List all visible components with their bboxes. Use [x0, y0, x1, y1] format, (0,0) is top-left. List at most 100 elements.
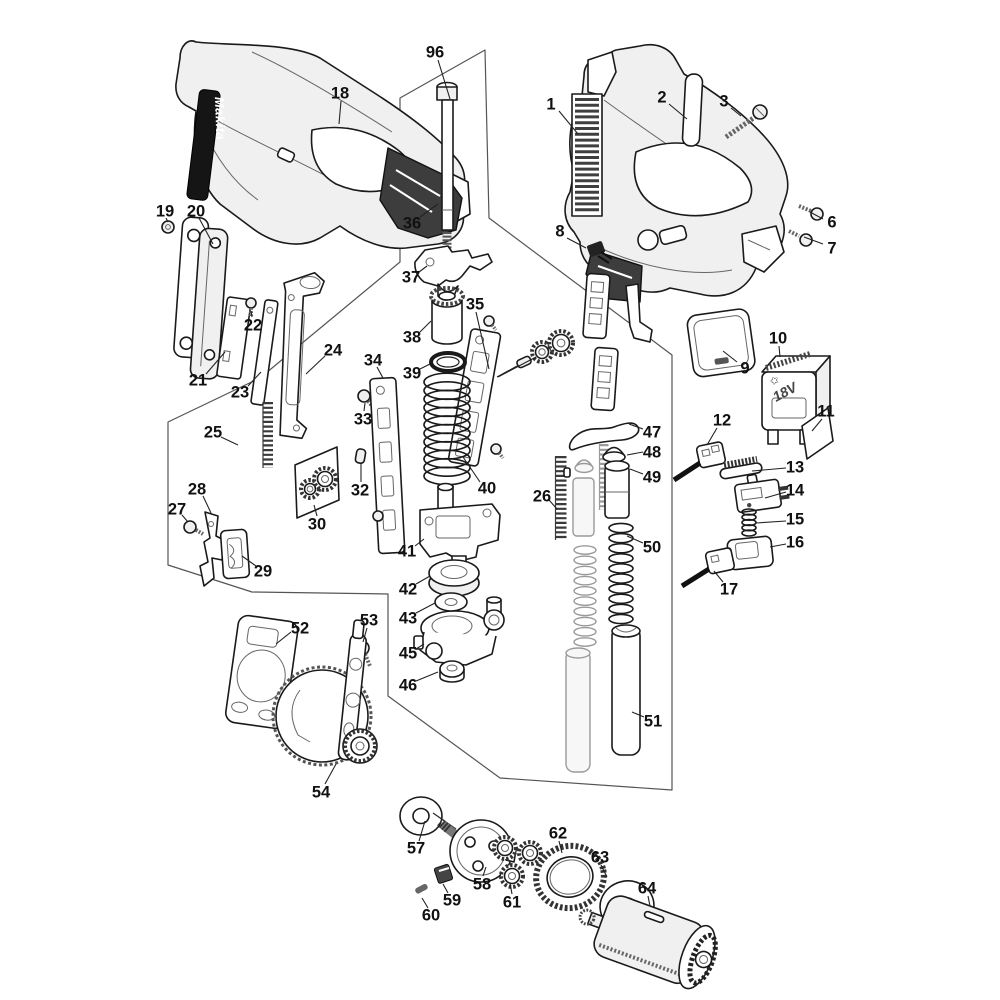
section-boundary	[167, 49, 673, 791]
part-label-53: 53	[360, 612, 378, 643]
part-32-pin	[354, 448, 367, 465]
part-label-11: 11	[811, 403, 835, 432]
svg-text:43: 43	[399, 610, 417, 628]
part-49-cylinder	[604, 460, 630, 519]
part-label-96: 96	[426, 44, 451, 100]
idler-gears	[496, 329, 575, 378]
part-label-6: 6	[809, 211, 837, 232]
part-label-7: 7	[803, 236, 837, 258]
part-label-32: 32	[351, 464, 369, 500]
svg-text:30: 30	[308, 516, 326, 534]
part-58-gear-carrier	[437, 818, 517, 883]
part-label-61: 61	[503, 882, 521, 912]
svg-text:57: 57	[407, 840, 425, 858]
svg-text:52: 52	[291, 620, 309, 638]
part-label-37: 37	[402, 265, 428, 287]
part-34-plate	[369, 376, 406, 555]
part-39-o-ring	[429, 351, 467, 373]
svg-text:46: 46	[399, 677, 417, 695]
part-60-pin	[415, 883, 428, 894]
svg-text:18: 18	[331, 85, 349, 103]
svg-text:39: 39	[403, 365, 421, 383]
svg-text:36: 36	[403, 215, 421, 233]
part-label-26: 26	[533, 488, 558, 510]
part-1-housing-right	[564, 44, 789, 303]
part-64-motor	[578, 895, 718, 990]
svg-text:45: 45	[399, 645, 417, 663]
part-11-label-sheet	[801, 407, 834, 460]
part-61-planet-gears	[492, 835, 543, 889]
part-15-spring-holder-area	[741, 508, 757, 537]
guide-plate-b	[590, 346, 619, 412]
part-1-hook	[587, 51, 617, 97]
svg-text:61: 61	[503, 894, 521, 912]
part-label-27: 27	[168, 501, 189, 523]
svg-text:9: 9	[740, 360, 749, 378]
svg-text:24: 24	[324, 342, 343, 360]
svg-text:1: 1	[546, 96, 555, 114]
svg-text:15: 15	[786, 511, 804, 529]
part-label-22: 22	[244, 310, 262, 335]
svg-text:10: 10	[769, 330, 787, 348]
part-label-59: 59	[442, 883, 461, 910]
svg-text:26: 26	[533, 488, 551, 506]
part-label-15: 15	[755, 511, 804, 529]
part-36-rod	[436, 81, 458, 250]
part-label-41: 41	[398, 538, 425, 561]
svg-text:21: 21	[189, 372, 207, 390]
part-label-33: 33	[354, 402, 372, 429]
part-30-gear-set	[294, 446, 340, 519]
part-label-35: 35	[466, 296, 490, 370]
part-label-47: 47	[628, 423, 661, 442]
svg-text:53: 53	[360, 612, 378, 630]
part-label-2: 2	[657, 89, 688, 120]
part-23-bar	[250, 299, 279, 406]
part-2-strip	[681, 73, 704, 147]
part-43-washer	[434, 592, 468, 612]
svg-text:41: 41	[398, 543, 416, 561]
part-label-17: 17	[713, 570, 738, 599]
part-label-12: 12	[706, 412, 731, 446]
part-label-52: 52	[275, 620, 309, 645]
part-54-sector-gear-lever	[271, 619, 378, 767]
svg-text:54: 54	[312, 784, 331, 802]
part-47-arm	[568, 422, 640, 451]
svg-text:59: 59	[443, 892, 461, 910]
part-label-28: 28	[188, 481, 212, 514]
part-label-23: 23	[231, 371, 262, 402]
svg-text:63: 63	[591, 849, 609, 867]
part-label-29: 29	[241, 555, 272, 581]
svg-text:23: 23	[231, 384, 249, 402]
svg-text:29: 29	[254, 563, 272, 581]
part-37-bracket	[414, 245, 493, 301]
part-label-64: 64	[638, 880, 657, 907]
svg-text:32: 32	[351, 482, 369, 500]
part-label-16: 16	[769, 534, 804, 552]
part-label-36: 36	[403, 203, 439, 233]
part-label-51: 51	[631, 711, 662, 731]
svg-text:96: 96	[426, 44, 444, 62]
part-label-19: 19	[156, 203, 174, 223]
svg-text:6: 6	[827, 214, 836, 232]
part-label-40: 40	[462, 456, 496, 498]
part-label-30: 30	[308, 504, 326, 534]
part-18-magazine-band: Makita	[186, 89, 229, 201]
part-50-spring	[608, 522, 634, 625]
part-38-cylinder	[429, 286, 465, 345]
brand-logo: Makita	[212, 97, 229, 141]
svg-text:12: 12	[713, 412, 731, 430]
part-28-lever	[199, 511, 225, 587]
svg-text:25: 25	[204, 424, 222, 442]
svg-text:60: 60	[422, 907, 440, 925]
svg-text:16: 16	[786, 534, 804, 552]
svg-text:19: 19	[156, 203, 174, 221]
part-3-screw	[724, 104, 768, 140]
part-10-terminal-block: ✩ 18V	[761, 351, 831, 445]
part-label-38: 38	[403, 320, 432, 347]
part-18-housing-left: Makita	[175, 40, 471, 250]
part-label-50: 50	[626, 535, 661, 557]
ghost-parts	[565, 459, 597, 773]
svg-text:11: 11	[817, 403, 834, 421]
part-17-switch	[680, 547, 736, 589]
part-label-3: 3	[719, 93, 742, 117]
